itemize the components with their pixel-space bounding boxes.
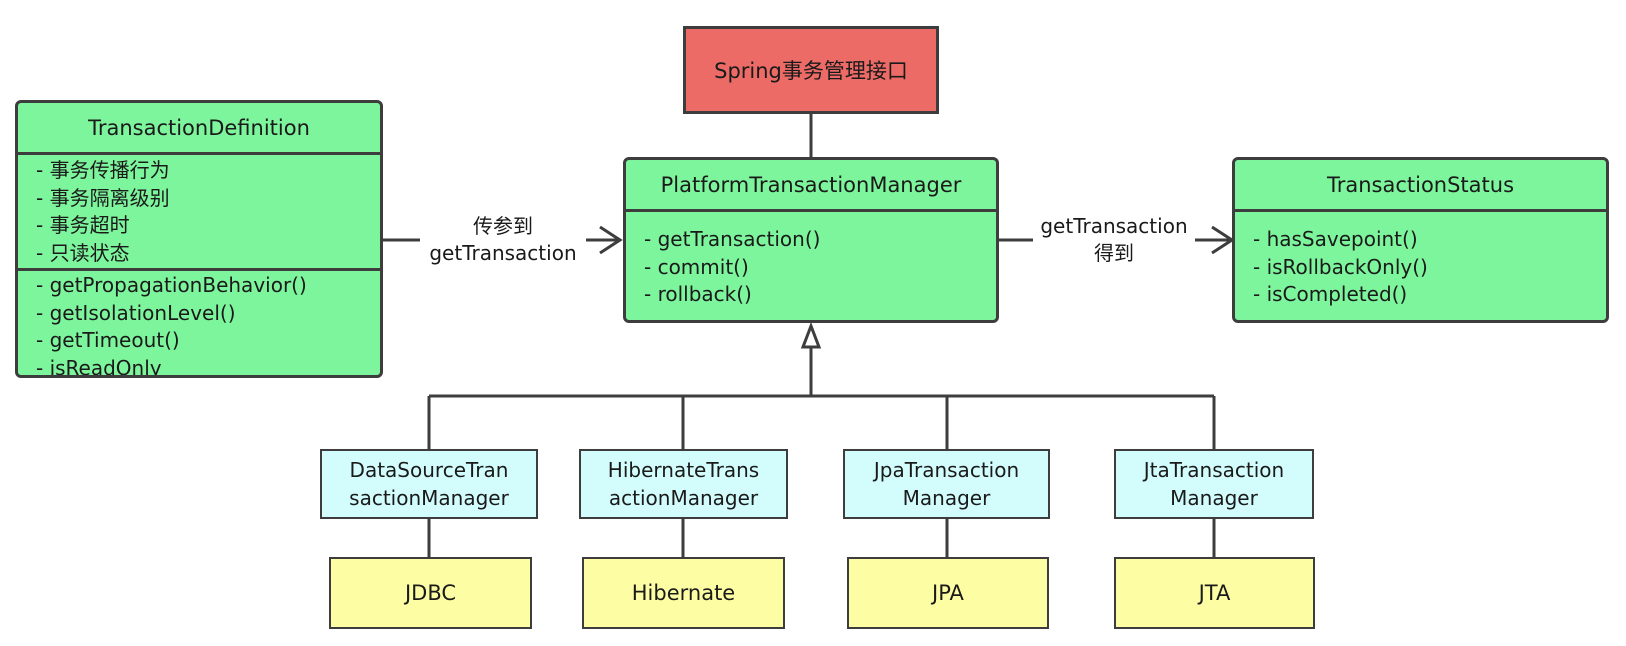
definition-edge-arrowhead — [599, 225, 623, 255]
impl-label-line: sactionManager — [349, 486, 509, 510]
transaction-status-box: TransactionStatus - hasSavepoint() - isR… — [1232, 157, 1609, 323]
definition-attribute: - 事务隔离级别 — [36, 185, 170, 210]
definition-method: - getTimeout() — [36, 328, 180, 352]
definition-edge-label-line: 传参到 — [473, 214, 533, 238]
definition-edge-label: 传参到 getTransaction — [420, 213, 586, 267]
status-method: - isRollbackOnly() — [1253, 254, 1428, 279]
tech-label: JPA — [932, 581, 964, 605]
tech-box-jdbc: JDBC — [329, 557, 532, 629]
manager-method: - rollback() — [644, 282, 752, 306]
impl-label-line: actionManager — [608, 486, 759, 510]
impl-box-jta: JtaTransaction Manager — [1114, 449, 1314, 519]
definition-attribute: - 只读状态 — [36, 240, 130, 265]
status-edge-label-line: 得到 — [1094, 241, 1134, 265]
tech-label: JDBC — [404, 581, 457, 605]
definition-edge-label-line: getTransaction — [429, 241, 577, 265]
status-edge-label: getTransaction 得到 — [1033, 213, 1195, 267]
impl-box-jpa: JpaTransaction Manager — [843, 449, 1050, 519]
impl-label-line: JtaTransaction — [1143, 458, 1285, 482]
manager-method: - getTransaction() — [644, 227, 821, 251]
definition-method: - getPropagationBehavior() — [36, 273, 307, 297]
impl-box-datasource: DataSourceTran sactionManager — [320, 449, 538, 519]
transaction-status-methods: - hasSavepoint() - isRollbackOnly() - is… — [1235, 212, 1606, 309]
tech-box-jpa: JPA — [847, 557, 1049, 629]
status-method: - hasSavepoint() — [1253, 227, 1418, 251]
tech-box-jta: JTA — [1114, 557, 1315, 629]
platform-transaction-manager-methods: - getTransaction() - commit() - rollback… — [626, 212, 996, 309]
tech-box-hibernate: Hibernate — [582, 557, 785, 629]
tech-label: Hibernate — [631, 581, 736, 605]
platform-transaction-manager-box: PlatformTransactionManager - getTransact… — [623, 157, 999, 323]
transaction-status-title: TransactionStatus — [1235, 160, 1606, 212]
manager-method: - commit() — [644, 254, 749, 279]
impl-label-line: Manager — [1170, 486, 1258, 510]
definition-attribute: - 事务超时 — [36, 213, 130, 237]
transaction-definition-title: TransactionDefinition — [18, 103, 380, 155]
tech-label: JTA — [1198, 581, 1231, 605]
definition-attribute: - 事务传播行为 — [36, 158, 170, 182]
status-method: - isCompleted() — [1253, 282, 1408, 306]
impl-box-hibernate: HibernateTrans actionManager — [579, 449, 788, 519]
transaction-definition-box: TransactionDefinition - 事务传播行为 - 事务隔离级别 … — [15, 100, 383, 378]
interface-box: Spring事务管理接口 — [683, 26, 939, 114]
status-edge-label-line: getTransaction — [1040, 214, 1188, 238]
impl-label-line: Manager — [902, 486, 991, 510]
impl-label-line: JpaTransaction — [873, 458, 1020, 482]
definition-method: - getIsolationLevel() — [36, 300, 236, 325]
inheritance-triangle-arrow — [800, 321, 822, 349]
transaction-definition-methods: - getPropagationBehavior() - getIsolatio… — [18, 268, 380, 378]
impl-label-line: HibernateTrans — [607, 458, 760, 482]
impl-label-line: DataSourceTran — [349, 458, 509, 482]
interface-title: Spring事务管理接口 — [714, 59, 908, 83]
definition-method: - isReadOnly — [36, 355, 162, 378]
platform-transaction-manager-title: PlatformTransactionManager — [626, 160, 996, 212]
transaction-definition-attributes: - 事务传播行为 - 事务隔离级别 - 事务超时 - 只读状态 — [18, 155, 380, 268]
